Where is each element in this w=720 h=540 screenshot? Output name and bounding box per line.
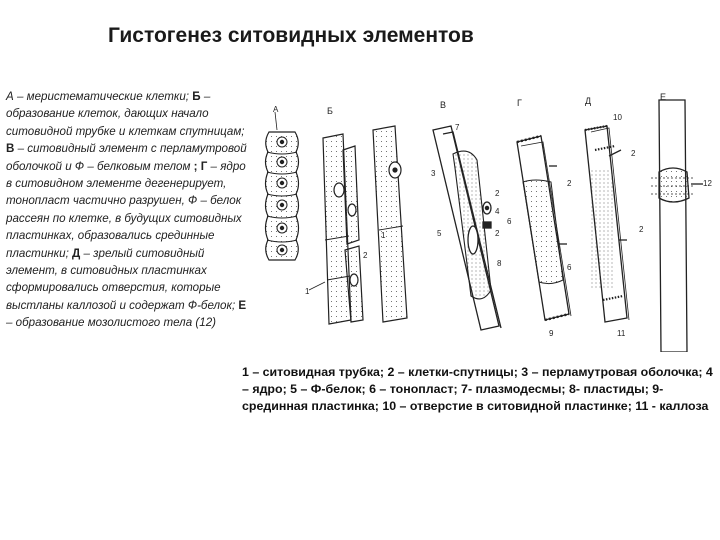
desc-part: – образование мозолистого тела (12) — [6, 316, 217, 330]
desc-part: – зрелый ситовидный элемент, в ситовидны… — [6, 246, 239, 312]
callout-label: 11 — [617, 329, 626, 338]
panel-label-g: Г — [517, 98, 522, 108]
callout-label: 2 — [639, 225, 644, 234]
callout-label: 6 — [507, 217, 512, 226]
callout-label: 2 — [631, 149, 636, 158]
desc-part-bold: Д — [72, 246, 81, 260]
desc-part-bold: В — [6, 142, 15, 156]
callout-label: 1 — [305, 287, 310, 296]
panel-b-cells-2 — [372, 125, 408, 323]
callout-label: 7 — [455, 123, 460, 132]
callout-label: 5 — [437, 229, 442, 238]
callout-label: 12 — [703, 179, 712, 188]
panel-d-element — [584, 124, 630, 323]
callout-label: 8 — [497, 259, 502, 268]
callout-label: 2 — [567, 179, 572, 188]
panel-v-element — [432, 125, 502, 331]
callout-label: 2 — [495, 189, 500, 198]
callout-label: 10 — [613, 113, 622, 122]
callout-label: 2 — [495, 229, 500, 238]
desc-part-bold: Б — [192, 90, 201, 103]
panel-g-element — [516, 134, 572, 322]
panel-label-d: Д — [585, 96, 591, 106]
callout-label: 6 — [567, 263, 572, 272]
figure-legend: 1 – ситовидная трубка; 2 – клетки-спутни… — [242, 365, 713, 414]
desc-part: А – меристематические клетки; — [6, 90, 193, 103]
callout-label: 4 — [495, 207, 500, 216]
histogenesis-figure: А Б В Г Д Е 1 1 2 3 4 5 7 2 2 6 8 6 2 9 … — [264, 92, 712, 352]
desc-part-bold: Е — [238, 298, 247, 312]
callout-label: 3 — [431, 169, 436, 178]
panel-label-b: Б — [327, 106, 333, 116]
panel-label-e: Е — [660, 92, 666, 102]
callout-label: 2 — [363, 251, 368, 260]
panel-label-a: А — [273, 105, 279, 114]
callout-label: 1 — [381, 231, 386, 240]
panel-label-v: В — [440, 100, 446, 110]
desc-part: – ситовидный элемент с перламутровой обо… — [6, 142, 247, 173]
desc-part-bold: ; Г — [193, 159, 208, 173]
panel-a-cells — [264, 131, 300, 261]
desc-part: – образование клеток, дающих начало сито… — [6, 90, 245, 138]
desc-part: – ядро в ситовидном элементе дегенерируе… — [6, 159, 246, 260]
callout-label: 9 — [549, 329, 554, 338]
panel-b-cells — [322, 133, 364, 325]
panel-e-element — [651, 99, 703, 352]
stage-description: А – меристематические клетки; Б – образо… — [6, 88, 250, 332]
slide-title: Гистогенез ситовидных элементов — [108, 24, 474, 47]
